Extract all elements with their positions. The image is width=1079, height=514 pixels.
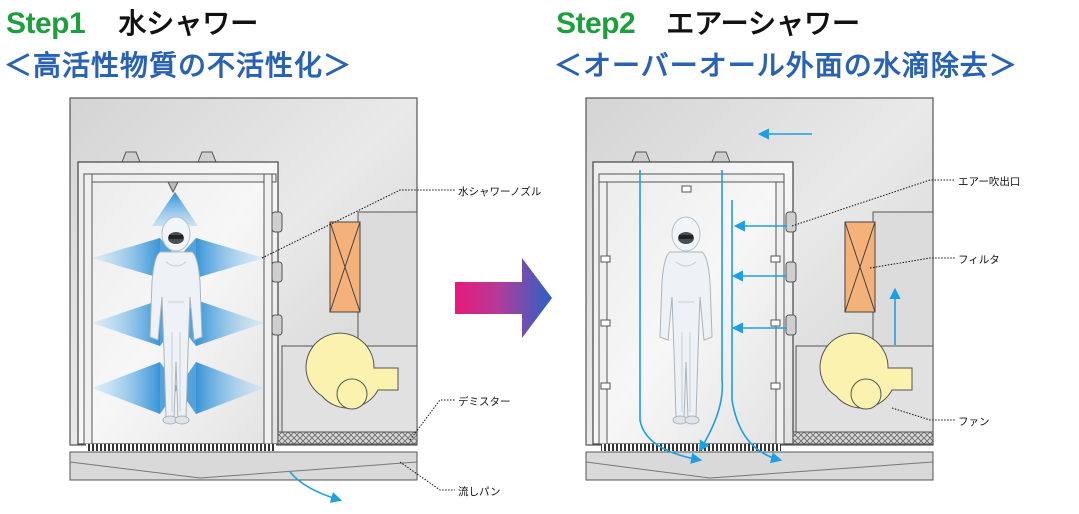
callout-drain-pan: 流しパン xyxy=(458,486,501,498)
step2-title: エアーシャワー xyxy=(666,7,861,40)
callout-water-nozzle: 水シャワーノズル xyxy=(458,186,542,198)
callout-demister: デミスター xyxy=(458,396,511,408)
callout-filter: フィルタ xyxy=(958,254,1000,266)
step2-booth xyxy=(585,97,934,481)
step1-callout-lines xyxy=(261,189,455,491)
step1-subtitle: ＜高活性物質の不活性化＞ xyxy=(4,49,353,82)
transition-arrow xyxy=(455,258,552,338)
callout-fan: ファン xyxy=(958,416,990,428)
step1-title: 水シャワー xyxy=(118,7,259,40)
step1-booth xyxy=(69,97,418,503)
step2-callout-lines xyxy=(791,179,955,421)
step2-heading: Step2 エアーシャワー xyxy=(556,2,860,42)
step1-label: Step1 xyxy=(6,7,86,40)
step1-heading: Step1 水シャワー xyxy=(6,2,258,42)
callout-air-outlet: エアー吹出口 xyxy=(958,176,1021,188)
step2-subtitle: ＜オーバーオール外面の水滴除去＞ xyxy=(554,49,1018,82)
step2-label: Step2 xyxy=(556,7,636,40)
